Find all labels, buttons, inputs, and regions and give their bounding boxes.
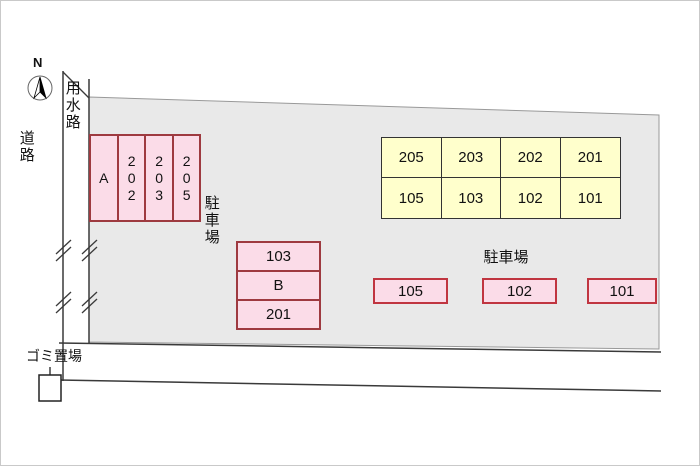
road-label: 道路 <box>17 130 35 164</box>
parking-label-right: 駐車場 <box>483 249 529 266</box>
stall-205: 205 <box>171 134 201 222</box>
building-stack: 103 B 201 <box>236 241 321 330</box>
table-cell: 102 <box>501 178 561 218</box>
stall-label: 203 <box>151 152 168 204</box>
compass-icon <box>27 75 53 101</box>
table-cell: 105 <box>382 178 442 218</box>
table-cell: 203 <box>441 138 501 178</box>
stall-label: 205 <box>178 152 195 204</box>
compass-north-label: N <box>33 55 43 70</box>
road-break-marks <box>55 239 98 314</box>
space-box-101: 101 <box>587 278 657 304</box>
bottom-road-top-line <box>58 342 662 353</box>
garbage-box-symbol <box>38 374 62 402</box>
building-cell-b: B <box>236 270 321 301</box>
garbage-area-label: ゴミ置場 <box>26 348 82 364</box>
unit-table: 205 203 202 201 105 103 102 101 <box>381 137 621 219</box>
bottom-road-bottom-line <box>58 379 662 392</box>
building-cell-201: 201 <box>236 299 321 330</box>
space-box-102: 102 <box>482 278 557 304</box>
waterway-label: 用水路 <box>63 80 81 131</box>
parking-label-left: 駐車場 <box>202 195 220 246</box>
waterway-diagonal <box>62 71 90 99</box>
building-cell-103: 103 <box>236 241 321 272</box>
space-box-105: 105 <box>373 278 448 304</box>
stall-203: 203 <box>144 134 174 222</box>
parking-stall-row: A 202 203 205 <box>89 134 201 222</box>
stall-label: A <box>99 170 109 186</box>
table-cell: 103 <box>442 178 501 218</box>
table-cell: 205 <box>382 138 442 178</box>
table-cell: 201 <box>560 138 620 178</box>
table-cell: 202 <box>501 138 561 178</box>
stall-label: 202 <box>123 152 140 204</box>
stall-a: A <box>89 134 119 222</box>
stall-202: 202 <box>116 134 146 222</box>
table-cell: 101 <box>577 189 603 207</box>
